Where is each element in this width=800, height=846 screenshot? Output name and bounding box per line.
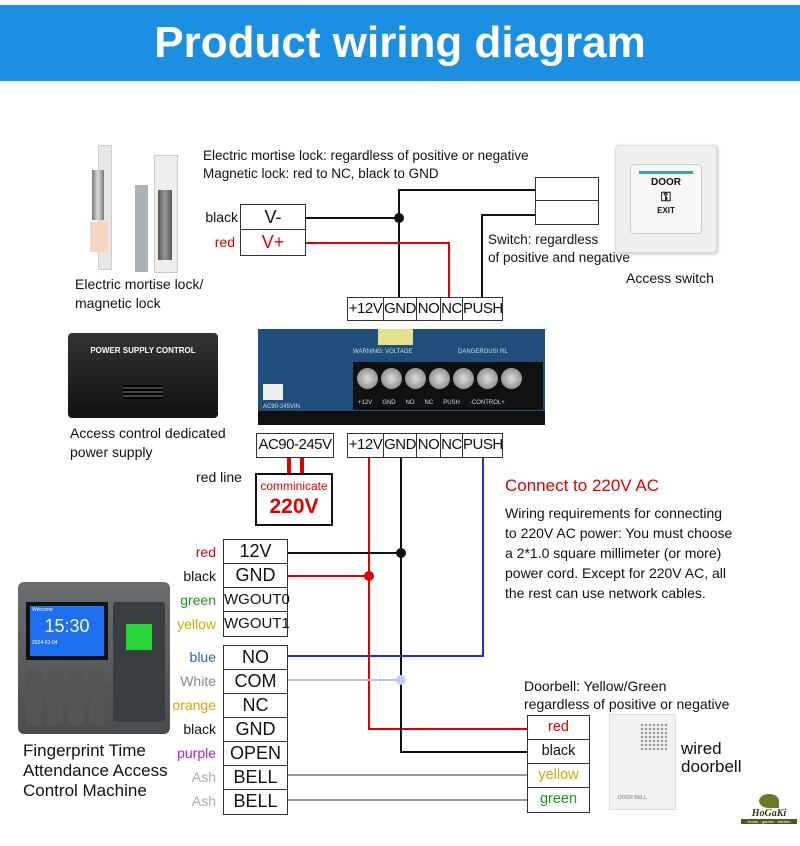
page-title: Product wiring diagram	[0, 5, 800, 81]
wire-label-black: black	[205, 209, 238, 225]
power-supply-image: POWER SUPPLY CONTROL	[68, 333, 218, 418]
lock-terminal-block: V- V+	[240, 204, 306, 256]
terminal-12v: +12V	[348, 434, 384, 457]
terminal-no: NO	[417, 298, 441, 320]
lock-image	[88, 145, 198, 273]
terminal-v-minus: V-	[241, 205, 305, 230]
junction-12v	[396, 548, 406, 558]
switch-terminal-block	[535, 177, 599, 225]
terminal-nc: NC	[441, 298, 463, 320]
terminal-no: NO	[417, 434, 441, 457]
fingerprint-device-image: Welcome 15:30 2024-03-04	[18, 582, 170, 734]
controller-bottom-terminals: +12V GND NO NC PUSH	[347, 433, 503, 458]
mains-220v-box: comminicate 220V	[255, 473, 333, 526]
terminal-v-plus: V+	[261, 232, 285, 252]
fp-terminal-block-2: NO COM NC GND OPEN BELL BELL	[223, 645, 288, 815]
lock-label: Electric mortise lock/magnetic lock	[75, 276, 204, 311]
fp-terminal-block-1: 12V GND WGOUT0 WGOUT1	[223, 539, 290, 637]
terminal-12v: +12V	[348, 298, 384, 320]
hogaki-logo: HoGaKi Home · garden · kitchen	[741, 794, 797, 824]
controller-top-terminals: +12V GND NO NC PUSH	[347, 297, 503, 321]
junction-lock	[394, 213, 404, 223]
wire-lock-red	[306, 242, 450, 297]
terminal-push: PUSH	[463, 300, 503, 317]
key-icon: ⚿	[661, 189, 671, 204]
terminal-gnd: GND	[384, 434, 417, 457]
fp-wire-labels-1: red black green yellow	[177, 544, 216, 632]
doorbell-image: DOOR BELL	[609, 714, 676, 810]
junction-com	[396, 675, 406, 685]
switch-terminal-1	[536, 178, 598, 201]
wire-12v-red	[368, 458, 527, 730]
terminal-nc: NC	[441, 434, 463, 457]
red-line-label: red line	[196, 469, 242, 485]
access-switch-label: Access switch	[626, 270, 714, 286]
ac-note-title: Connect to 220V AC	[505, 476, 660, 495]
ac-input-terminal: AC90-245V	[256, 433, 334, 458]
junction-gnd	[364, 571, 374, 581]
controller-board-image: WARNING: VOLTAGE DANGEROUS! RL AC90-245V…	[258, 329, 545, 425]
terminal-gnd: GND	[384, 298, 417, 320]
fp-wire-labels-2: blue White orange black purple Ash Ash	[172, 649, 216, 809]
access-switch-image: DOOR ⚿ EXIT	[615, 145, 717, 253]
terminal-push: PUSH	[463, 436, 503, 453]
switch-terminal-2	[536, 201, 598, 224]
lock-note: Electric mortise lock: regardless of pos…	[203, 148, 529, 181]
doorbell-terminal-block: red black yellow green	[527, 715, 590, 813]
wire-label-red: red	[214, 234, 235, 250]
